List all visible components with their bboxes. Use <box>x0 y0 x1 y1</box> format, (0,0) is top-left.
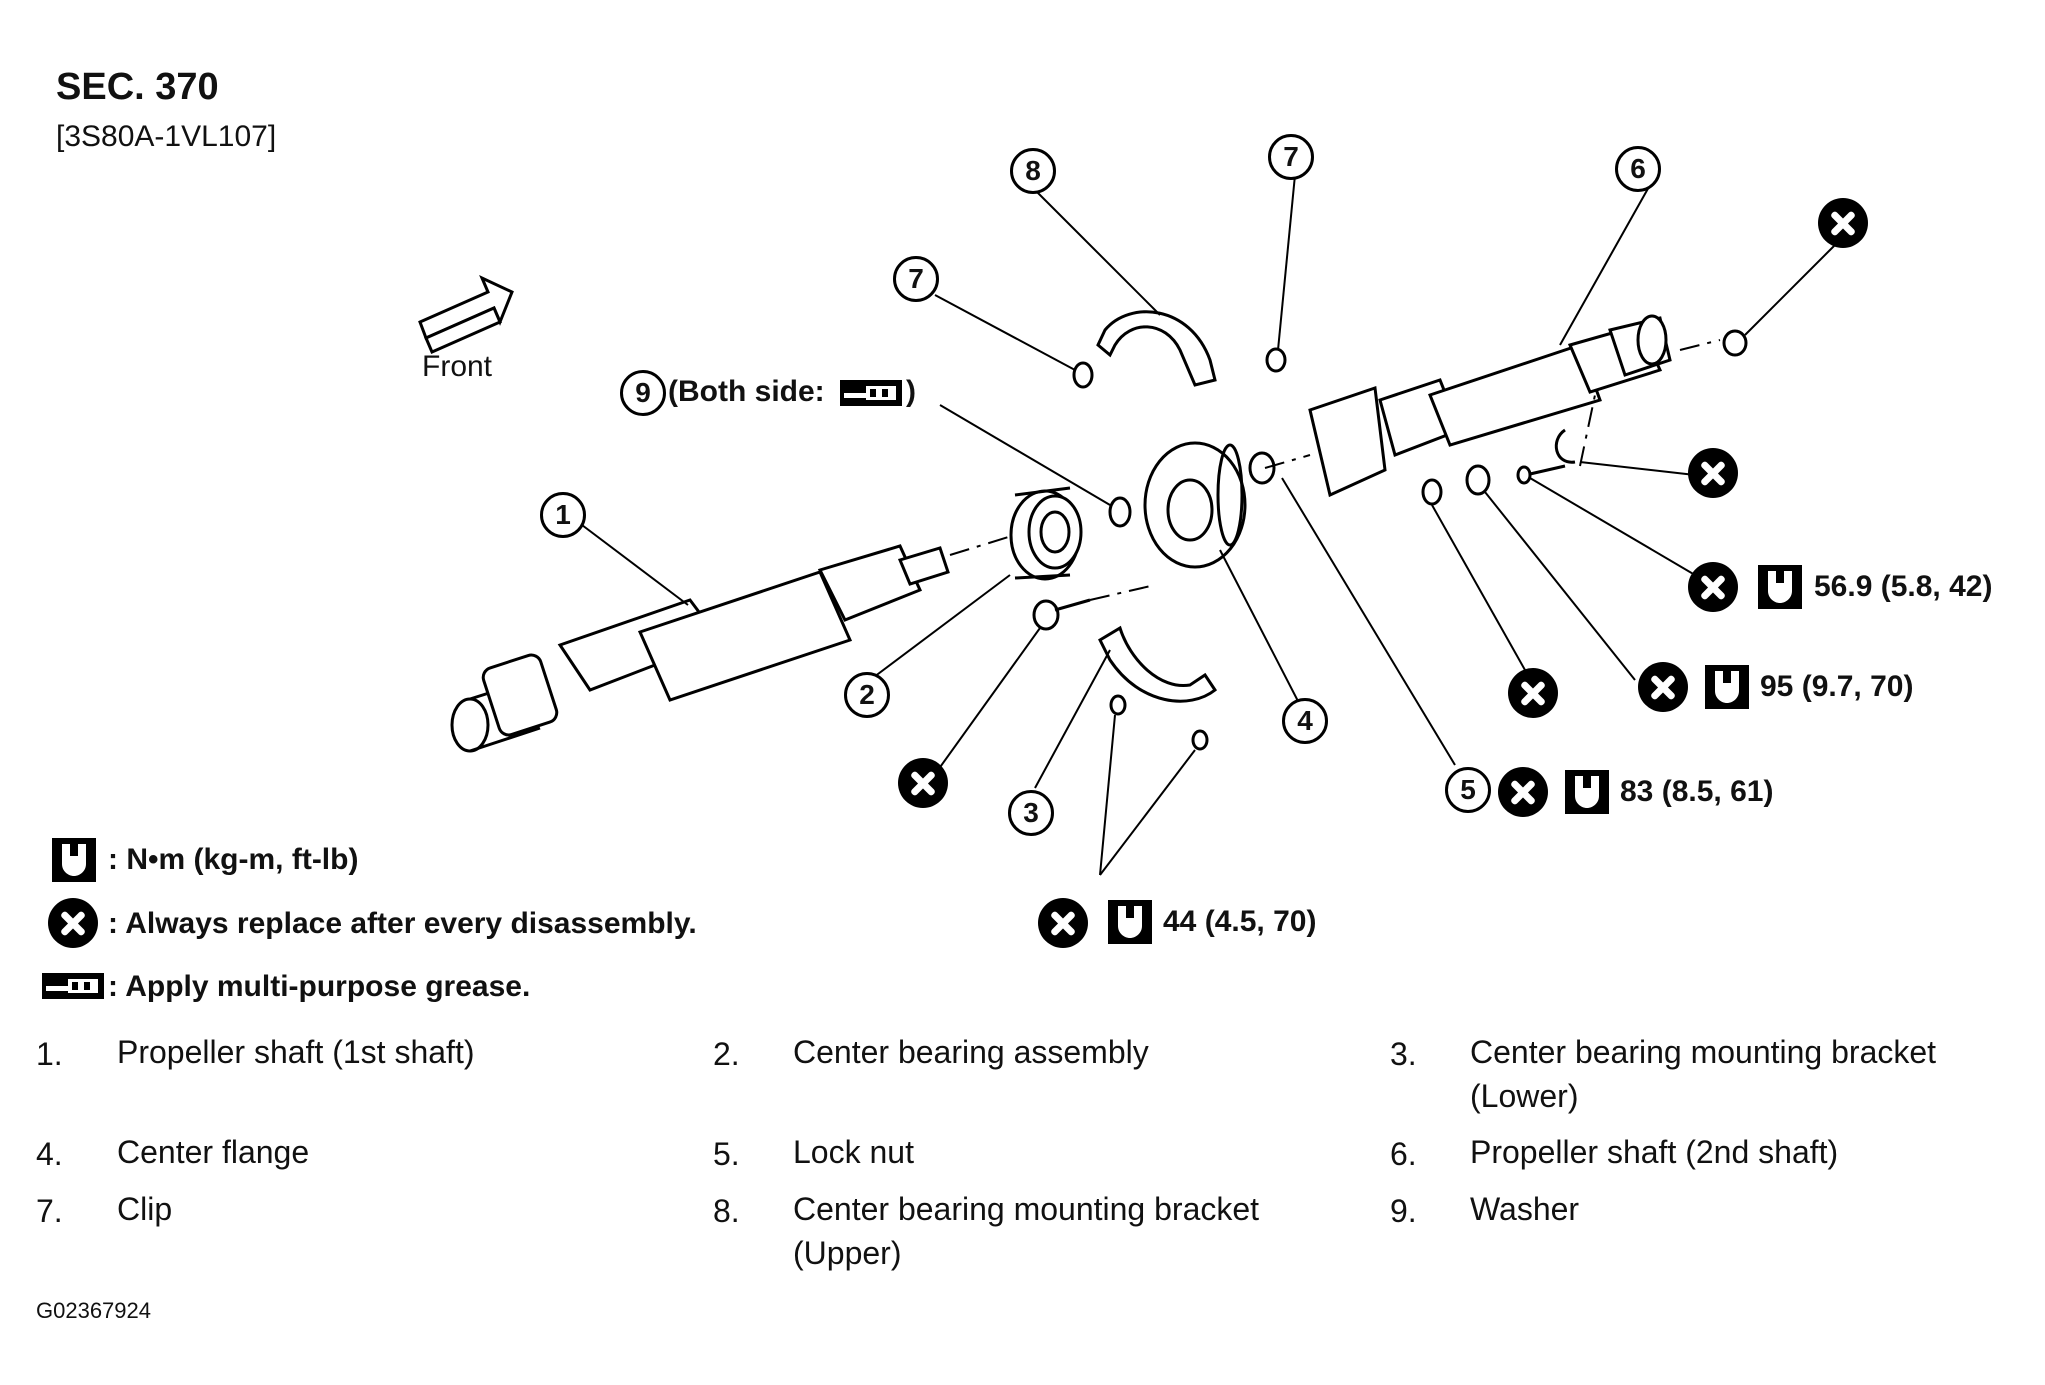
callout-6: 6 <box>1615 146 1661 192</box>
part-name: Lock nut <box>793 1134 914 1170</box>
x-circle-icon <box>1498 767 1548 817</box>
propeller-shaft-1st <box>450 544 950 753</box>
torque-95: 95 (9.7, 70) <box>1760 670 1914 703</box>
lock-nut <box>1248 451 1276 485</box>
callout-5: 5 <box>1445 767 1491 813</box>
torque-wrench-icon <box>1705 665 1749 709</box>
callout-3: 3 <box>1008 790 1054 836</box>
torque-56: 56.9 (5.8, 42) <box>1814 570 1993 603</box>
part-name-cont: (Upper) <box>793 1235 902 1271</box>
x-circle-icon <box>898 758 948 808</box>
torque-wrench-icon <box>1108 900 1152 944</box>
legend-grease: : Apply multi-purpose grease. <box>108 970 531 1003</box>
x-circle-icon <box>48 898 98 948</box>
part-number: 2. <box>713 1036 740 1072</box>
part-name: Propeller shaft (1st shaft) <box>117 1034 475 1070</box>
torque-83: 83 (8.5, 61) <box>1620 775 1774 808</box>
part-number: 1. <box>36 1036 63 1072</box>
torque-wrench-icon <box>52 838 96 882</box>
part-name: Clip <box>117 1191 173 1227</box>
part-number: 6. <box>1390 1136 1417 1172</box>
center-bearing-assembly <box>1009 486 1083 581</box>
part-name: Propeller shaft (2nd shaft) <box>1470 1134 1839 1170</box>
callout-7a: 7 <box>893 256 939 302</box>
callout-4: 4 <box>1282 698 1328 744</box>
callout-9: 9 <box>620 370 666 416</box>
torque-wrench-icon <box>1565 770 1609 814</box>
part-name: Center flange <box>117 1134 310 1170</box>
both-side-suffix: ) <box>906 375 916 408</box>
x-circle-icon <box>1638 662 1688 712</box>
section-title: SEC. 370 <box>56 66 219 108</box>
bracket-upper <box>1096 310 1217 387</box>
x-circle-icon <box>1688 448 1738 498</box>
arrow-front-icon <box>418 274 514 354</box>
callout-8: 8 <box>1010 148 1056 194</box>
part-number: 3. <box>1390 1036 1417 1072</box>
grease-gun-icon <box>42 973 104 999</box>
part-name: Washer <box>1470 1191 1580 1227</box>
torque-44: 44 (4.5, 70) <box>1163 905 1317 938</box>
part-number: 8. <box>713 1193 740 1229</box>
part-name: Center bearing mounting bracket <box>793 1191 1260 1227</box>
figure-id: G02367924 <box>36 1298 151 1323</box>
x-circle-icon <box>1818 198 1868 248</box>
x-circle-icon <box>1688 562 1738 612</box>
callout-1: 1 <box>540 492 586 538</box>
torque-wrench-icon <box>1758 565 1802 609</box>
part-number: 4. <box>36 1136 63 1172</box>
section-code: [3S80A-1VL107] <box>56 120 277 153</box>
part-number: 5. <box>713 1136 740 1172</box>
center-flange <box>1143 441 1247 569</box>
washer <box>1108 496 1132 528</box>
part-number: 7. <box>36 1193 63 1229</box>
grease-gun-icon <box>840 380 902 406</box>
part-name: Center bearing mounting bracket <box>1470 1034 1937 1070</box>
bracket-lower <box>1098 625 1218 703</box>
x-circle-icon <box>1508 668 1558 718</box>
legend-replace: : Always replace after every disassembly… <box>108 907 697 940</box>
part-number: 9. <box>1390 1193 1417 1229</box>
callout-2: 2 <box>844 672 890 718</box>
propeller-shaft-2nd <box>1308 314 1672 498</box>
part-name-cont: (Lower) <box>1470 1078 1579 1114</box>
front-label: Front <box>422 350 493 383</box>
both-side-prefix: (Both side: <box>668 375 825 408</box>
part-name: Center bearing assembly <box>793 1034 1149 1070</box>
callout-7b: 7 <box>1268 134 1314 180</box>
x-circle-icon <box>1038 898 1088 948</box>
legend-torque-unit: : N•m (kg-m, ft-lb) <box>108 843 359 876</box>
